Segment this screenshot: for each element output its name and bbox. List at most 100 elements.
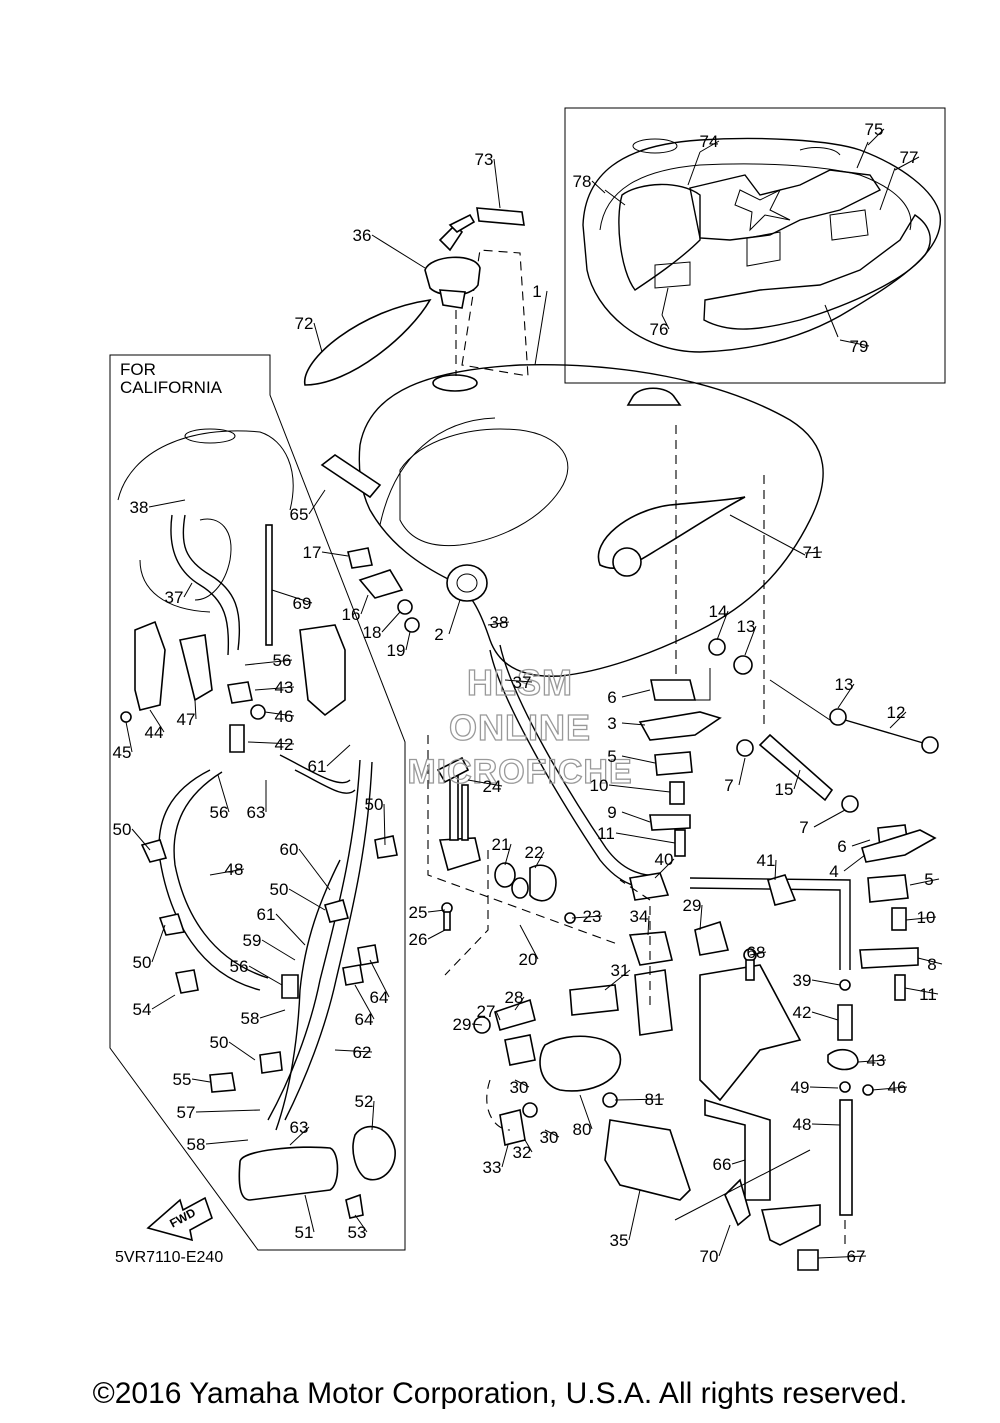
leader-p12 [889, 711, 907, 729]
leader-p60 [298, 848, 331, 891]
leader-p39 [811, 979, 841, 986]
leader-p53 [354, 1214, 368, 1233]
callout-p25: 25 [409, 903, 428, 922]
callout-p69: 69 [293, 594, 312, 613]
leader-p50c [288, 888, 326, 911]
leader-p67 [817, 1255, 867, 1259]
callout-p29b: 29 [453, 1015, 472, 1034]
leader-p57 [195, 1109, 261, 1113]
fuel-cap [424, 213, 481, 376]
callout-p46a: 46 [275, 707, 294, 726]
leader-p48b [811, 1123, 841, 1126]
leader-p81 [614, 1098, 665, 1101]
callout-p68: 68 [747, 943, 766, 962]
leader-p56b [217, 774, 230, 813]
leader-p68 [749, 951, 767, 956]
leader-p32 [524, 1139, 533, 1153]
leader-p27 [495, 1010, 501, 1021]
callout-p14: 14 [709, 602, 728, 621]
callout-p64a: 64 [370, 988, 389, 1007]
callout-p11a: 11 [597, 824, 615, 843]
leader-p51 [304, 1194, 315, 1233]
leader-p18 [381, 611, 401, 633]
callout-p2: 2 [434, 625, 443, 644]
callout-p16: 16 [342, 605, 361, 624]
leader-p29a [699, 904, 703, 931]
leader-p15 [793, 769, 801, 790]
leader-p26 [427, 929, 446, 940]
decal-inset-box [564, 107, 946, 384]
callout-p56b: 56 [210, 803, 229, 822]
callout-p63a: 63 [247, 803, 266, 822]
leader-p35 [628, 1189, 641, 1241]
callout-p13b: 13 [835, 675, 854, 694]
callout-p50c: 50 [270, 880, 289, 899]
leader-p42a [247, 741, 295, 745]
mount-hardware [638, 638, 939, 1001]
callout-p59: 59 [243, 931, 262, 950]
callout-p5a: 5 [607, 747, 616, 766]
callout-p41: 41 [757, 851, 776, 870]
callout-p10a: 10 [590, 776, 609, 795]
callout-p72: 72 [295, 314, 314, 333]
leader-p47 [194, 699, 197, 720]
callout-p30a: 30 [510, 1078, 529, 1097]
callout-p35: 35 [610, 1231, 629, 1250]
callout-p76: 76 [650, 320, 669, 339]
callout-p46b: 46 [888, 1078, 907, 1097]
callout-p42a: 42 [275, 735, 294, 754]
callout-p1: 1 [532, 282, 541, 301]
callout-p40: 40 [655, 850, 674, 869]
leader-p14 [716, 610, 729, 641]
leader-p31 [604, 969, 631, 991]
leader-p7b [813, 809, 846, 828]
leader-p63b [289, 1126, 310, 1146]
leader-p49 [809, 1086, 839, 1089]
callout-numbers: 1234556677891010111112131314151617181920… [113, 120, 937, 1266]
callout-p38b: 38 [490, 613, 509, 632]
callout-p12: 12 [887, 703, 906, 722]
leader-p74 [699, 140, 720, 153]
right-hose-parts [827, 979, 874, 1216]
callout-p42b: 42 [793, 1003, 812, 1022]
leader-p23 [571, 915, 603, 919]
callout-p36: 36 [353, 226, 372, 245]
watermark-line1: HLSM [467, 662, 573, 703]
callout-p18: 18 [363, 623, 382, 642]
callout-p31: 31 [611, 961, 630, 980]
callout-p32: 32 [513, 1143, 532, 1162]
leader-p43b [857, 1059, 887, 1063]
callout-p20: 20 [519, 950, 538, 969]
callout-p6a: 6 [607, 688, 616, 707]
leader-p13a [744, 625, 757, 656]
callout-p7b: 7 [799, 818, 808, 837]
leader-p55 [191, 1078, 211, 1083]
callout-p50b: 50 [113, 820, 132, 839]
leader-p10a [608, 784, 671, 793]
callout-p77: 77 [900, 148, 919, 167]
leader-p37a [183, 582, 193, 598]
callout-p75: 75 [865, 120, 884, 139]
callout-p43a: 43 [275, 678, 294, 697]
leader-p11b [904, 987, 939, 995]
leader-p7a [738, 757, 746, 786]
fuel-tank [358, 249, 824, 730]
callout-p73: 73 [475, 150, 494, 169]
leader-p30b [544, 1129, 560, 1138]
leader-p73 [493, 158, 501, 209]
callout-p26: 26 [409, 930, 428, 949]
callout-p33: 33 [483, 1158, 502, 1177]
callout-p62: 62 [353, 1043, 372, 1062]
leader-p41 [774, 859, 777, 881]
callout-p64b: 64 [355, 1010, 374, 1029]
leader-p72 [313, 322, 323, 353]
leader-p69 [271, 589, 313, 604]
callout-p60: 60 [280, 840, 299, 859]
leader-p16 [360, 594, 369, 615]
leader-p50e [228, 1041, 256, 1061]
callout-p39: 39 [793, 971, 812, 990]
callout-p67: 67 [847, 1247, 866, 1266]
leader-p75 [867, 128, 885, 146]
callout-p58a: 58 [241, 1009, 260, 1028]
